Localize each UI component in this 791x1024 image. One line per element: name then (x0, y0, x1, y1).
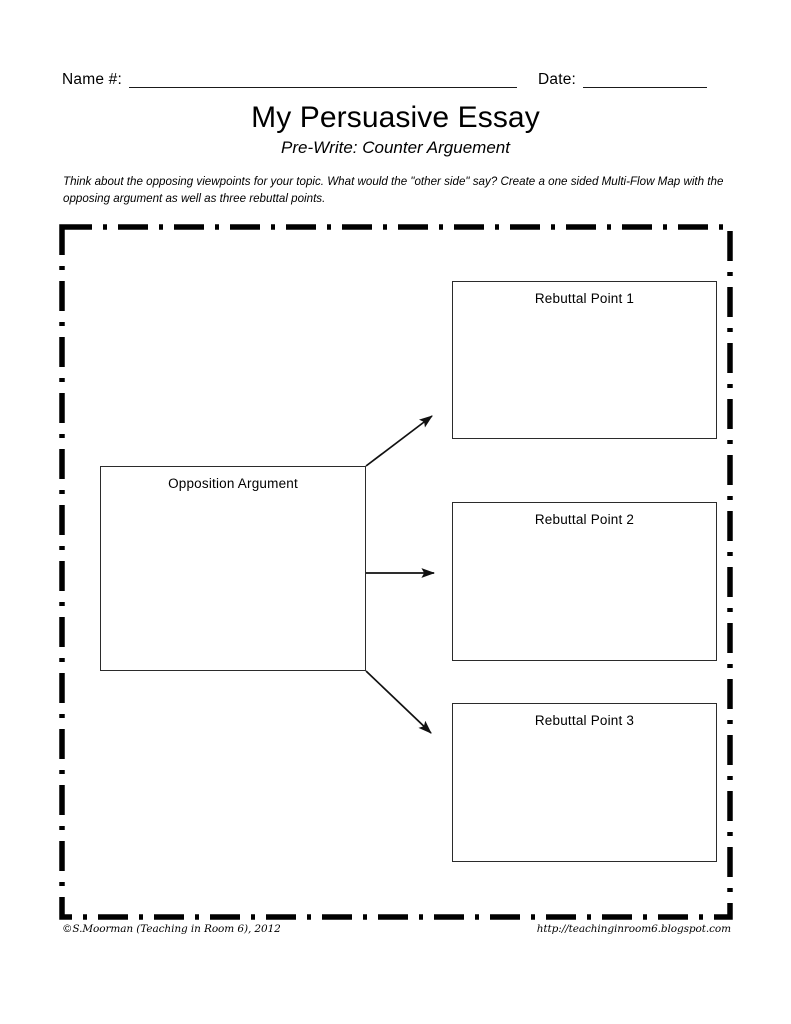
name-label: Name #: (62, 71, 122, 88)
student-info-row: Name #: Date: (62, 64, 732, 88)
instructions-text: Think about the opposing viewpoints for … (63, 175, 724, 205)
date-label: Date: (537, 71, 577, 88)
name-input-line[interactable] (128, 72, 517, 88)
worksheet-frame (59, 224, 733, 920)
footer-credit: ©S.Moorman (Teaching in Room 6), 2012 (62, 923, 281, 935)
dash-dot-border (59, 224, 733, 920)
footer: ©S.Moorman (Teaching in Room 6), 2012 ht… (62, 922, 732, 936)
frame-border-svg (59, 224, 733, 920)
footer-url[interactable]: http://teachinginroom6.blogspot.com (536, 923, 731, 935)
page-subtitle: Pre-Write: Counter Arguement (281, 138, 510, 157)
date-input-line[interactable] (583, 72, 708, 88)
page-title: My Persuasive Essay (251, 101, 540, 134)
